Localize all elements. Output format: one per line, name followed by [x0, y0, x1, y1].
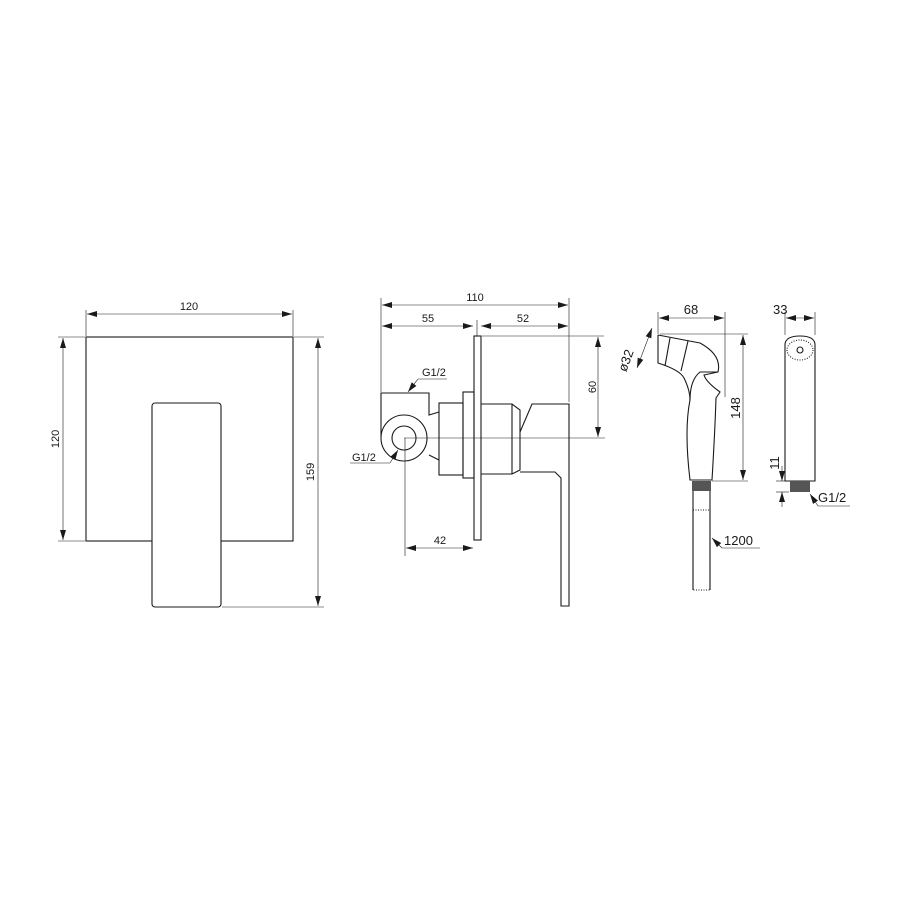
- front-thread-label: G1/2: [818, 490, 846, 505]
- side-view: 110 55 52 60 42 G1/2 G1/2: [350, 292, 605, 607]
- dim-head-diameter-label: ø32: [615, 347, 637, 373]
- handshower-side-view: 68 ø32 148 1200: [615, 302, 760, 591]
- handshower-thread: [692, 481, 711, 491]
- dim-overall-label: 110: [466, 292, 484, 304]
- dim-front-width-label: 33: [773, 302, 787, 317]
- dim-handshower-height-label: 148: [728, 397, 743, 419]
- handshower-front-body: [784, 335, 816, 482]
- handshower-head-underside: [657, 335, 691, 401]
- dim-center-height-label: 60: [587, 381, 599, 393]
- dim-right-depth-label: 52: [517, 313, 529, 325]
- inlet-thread-side-label: G1/2: [352, 452, 376, 464]
- cartridge: [481, 403, 521, 475]
- dim-thread-length-label: 11: [767, 456, 782, 470]
- inlet-thread-top-leader: [407, 378, 419, 393]
- valve-body: [438, 402, 464, 476]
- front-thread: [790, 481, 810, 492]
- dim-handshower-width-label: 68: [684, 302, 698, 317]
- hose-length-label: 1200: [724, 533, 753, 548]
- handshower-body: [657, 334, 721, 481]
- dim-width-label: 120: [180, 301, 198, 313]
- inlet-thread-top-label: G1/2: [422, 367, 446, 379]
- hose: [692, 509, 711, 591]
- dim-line-head-diameter: [636, 327, 653, 369]
- lever-side: [519, 403, 570, 607]
- dim-left-depth-label: 55: [422, 313, 434, 325]
- spray-face: [786, 339, 814, 361]
- dim-outlet-offset-label: 42: [434, 535, 446, 547]
- front-view: 120 120 159: [50, 301, 324, 608]
- inlet-thread-side-leader: [389, 449, 399, 464]
- inlet-box: [380, 392, 440, 461]
- lever-handle: [151, 402, 222, 608]
- spray-center: [796, 346, 804, 354]
- hose-length-leader: [711, 537, 723, 549]
- dim-total-height-label: 159: [305, 463, 317, 481]
- front-thread-leader: [809, 493, 819, 507]
- handshower-front-view: 33 11 G1/2: [767, 302, 850, 507]
- flange: [462, 391, 475, 479]
- dim-height-label: 120: [50, 430, 62, 448]
